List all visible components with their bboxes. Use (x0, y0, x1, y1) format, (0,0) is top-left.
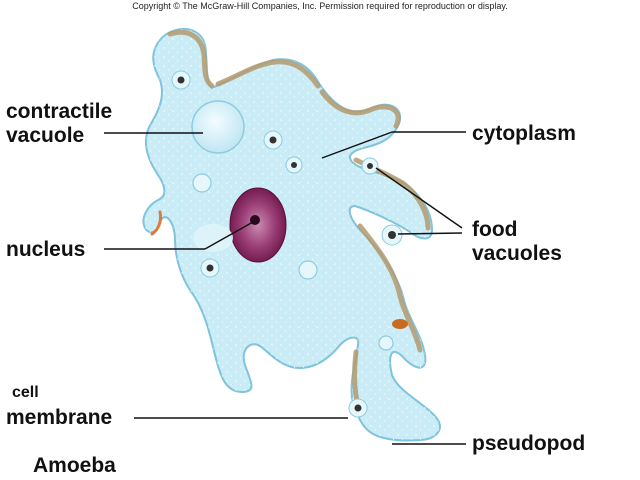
leader-nucleus-b (204, 221, 254, 250)
label-pseudopod: pseudopod (472, 432, 586, 455)
small-vacuoles (192, 173, 394, 351)
food-vacuoles (171, 70, 403, 418)
leader-lines (104, 131, 466, 445)
label-contractile-line1: contractile (6, 100, 113, 123)
label-cytoplasm: cytoplasm (472, 122, 576, 145)
label-nucleus: nucleus (6, 238, 86, 261)
label-food-line2: vacuoles (472, 242, 562, 265)
pale-patch (193, 224, 233, 252)
copyright-notice: Copyright © The McGraw-Hill Companies, I… (132, 1, 508, 11)
leader-food-b (397, 232, 463, 235)
label-cell: cell (12, 384, 39, 401)
nucleus (229, 187, 287, 263)
contractile-vacuole (191, 100, 245, 154)
prey-particle (392, 319, 408, 329)
label-membrane: membrane (6, 406, 113, 429)
diagram-title: Amoeba (33, 454, 116, 477)
label-contractile-line2: vacuole (6, 124, 85, 147)
label-food-line1: food (472, 218, 518, 241)
leader-cytoplasm-a (321, 131, 393, 159)
prey-filament (150, 210, 162, 236)
leader-food-a (375, 167, 463, 229)
